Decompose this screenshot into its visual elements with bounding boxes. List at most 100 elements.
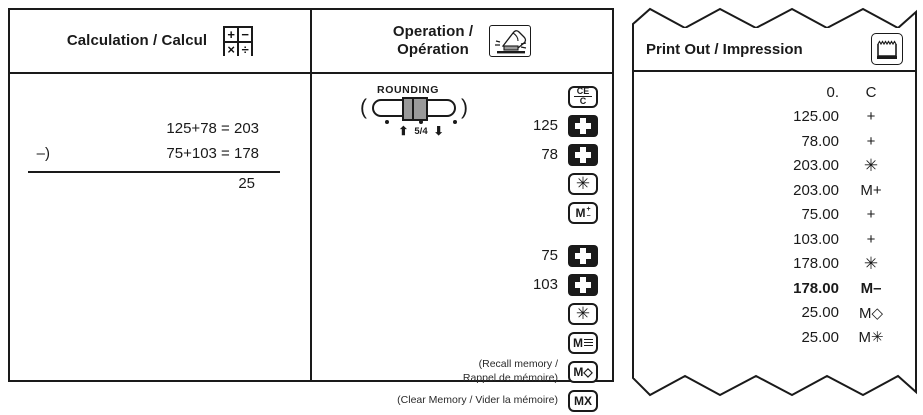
operation-operand: 75 [541,247,558,264]
calculation-header-cell: Calculation / Calcul + − × ÷ [10,10,312,72]
memory-letter: M [573,335,583,350]
calculation-line: 125+78 = 203 [10,120,310,145]
rounding-dot-down [453,120,457,124]
rounding-right-paren: ) [461,96,468,119]
operation-row: 125 [338,111,598,140]
rounding-label: ROUNDING [377,84,439,96]
calculation-line-prefix: –) [36,145,50,162]
printout-operator: + [866,230,876,248]
operation-row: 78 [338,140,598,169]
key-plus[interactable] [568,244,598,267]
paper-tear-edge-bottom-icon [632,373,917,397]
triple-line-icon [584,338,593,347]
operation-row: (Recall memory / Rappel de mémoire) M◇ [338,357,598,386]
plus-icon [575,146,591,163]
printout-value: 25.00 [801,304,839,322]
rounding-switch-group[interactable]: ROUNDING ( ) ⬆ 5/ [334,84,494,137]
key-memory-recall[interactable]: M◇ [568,360,598,383]
key-memory-subtotal[interactable]: M [568,331,598,354]
calculator-icon-multiply: × [225,43,238,56]
printout-operator: M◇ [858,304,884,322]
key-total-star[interactable]: ✳ [568,302,598,325]
operation-body-cell: ROUNDING ( ) ⬆ 5/ [312,74,612,412]
plus-icon [575,117,591,134]
printout-line: 203.00✳ [634,154,897,179]
printout-operator: + [866,132,876,150]
clear-memory-note: (Clear Memory / Vider la mémoire) [397,393,558,406]
memory-clear-icon: MX [574,393,592,408]
operation-row: ✳ [338,299,598,328]
memory-lines-icon: M [573,337,593,349]
calculator-icon-minus: − [239,28,252,41]
operation-row: (Clear Memory / Vider la mémoire) MX [338,386,598,415]
printout-line: 75.00 + [634,203,897,228]
operation-header-title-fr: Opération [397,41,469,58]
operation-row: M +− [338,198,598,227]
key-ce-c-bottom: C [579,96,587,106]
calculation-total: 25 [238,175,255,192]
printout-line: 78.00+ [634,129,897,154]
printout-line: 0. C [634,80,897,105]
operation-operand: 125 [532,117,558,134]
printout-line: 25.00 M◇ [634,301,897,326]
printout-value: 178.00 [793,279,839,297]
key-plus[interactable] [568,273,598,296]
recall-memory-note: (Recall memory / Rappel de mémoire) [462,358,558,384]
rounding-position-dots [371,120,457,124]
key-plus[interactable] [568,114,598,137]
rounding-slider-track[interactable] [372,96,456,121]
memory-letter: M [575,205,586,220]
printout-operator: + [866,206,876,224]
operation-key-sequence: CE C 125 78 ✳ [338,82,598,415]
printout-header: Print Out / Impression [634,28,915,72]
calculation-line-expression: 75+103 = 178 [166,145,259,162]
key-memory-clear[interactable]: MX [568,389,598,412]
memory-plus-minus-icon: M +− [575,206,590,220]
printout-operator: ✳ [863,254,879,274]
printout-operator: ✳ [863,156,879,176]
operation-header-title-en: Operation / [392,23,474,40]
operation-row-gap [338,227,598,241]
printout-value: 125.00 [793,108,839,126]
printout-value: 178.00 [793,255,839,273]
calculation-divider-rule [28,171,280,173]
printout-value: 75.00 [801,206,839,224]
operation-header-title: Operation / Opération [393,23,473,59]
key-ce-c[interactable]: CE C [568,85,598,108]
calculator-grid-icon: + − × ÷ [223,26,254,56]
operation-row: ✳ [338,169,598,198]
plus-icon [575,247,591,264]
printout-line: 178.00 ✳ [634,252,897,277]
key-plus[interactable] [568,143,598,166]
calculator-example-diagram: Calculation / Calcul + − × ÷ Operation /… [8,6,917,412]
printout-operator: C [865,83,877,101]
rounding-left-paren: ( [360,96,367,119]
printout-line: 103.00+ [634,227,897,252]
operation-operand: 103 [532,276,558,293]
plus-icon [575,276,591,293]
calculation-body-cell: 125+78 = 203 –) 75+103 = 178 25 [10,74,312,380]
rounding-down-arrow-icon: ⬇ [433,124,444,138]
plus-minus-icon: +− [586,205,591,220]
table-header-row: Calculation / Calcul + − × ÷ Operation /… [10,10,612,74]
calculation-line-expression: 125+78 = 203 [166,120,259,137]
operation-header-cell: Operation / Opération [312,10,612,72]
rounding-dot-up [385,120,389,124]
printout-operator: + [866,108,876,126]
rounding-dot-mid [419,120,423,124]
table-body-row: 125+78 = 203 –) 75+103 = 178 25 ROUNDING… [10,74,612,412]
key-total-star[interactable]: ✳ [568,172,598,195]
printout-value: 0. [826,83,839,101]
operation-row: 75 [338,241,598,270]
rounding-slider-knob[interactable] [402,96,428,121]
star-icon: ✳ [575,174,591,193]
key-memory-plus-minus[interactable]: M +− [568,201,598,224]
key-ce-c-top: CE [573,86,593,97]
star-icon: ✳ [575,304,591,323]
printout-panel: Print Out / Impression 0. C 125.00 + 78.00… [632,6,917,398]
operation-row: 103 [338,270,598,299]
memory-diamond-icon: M◇ [573,364,593,379]
